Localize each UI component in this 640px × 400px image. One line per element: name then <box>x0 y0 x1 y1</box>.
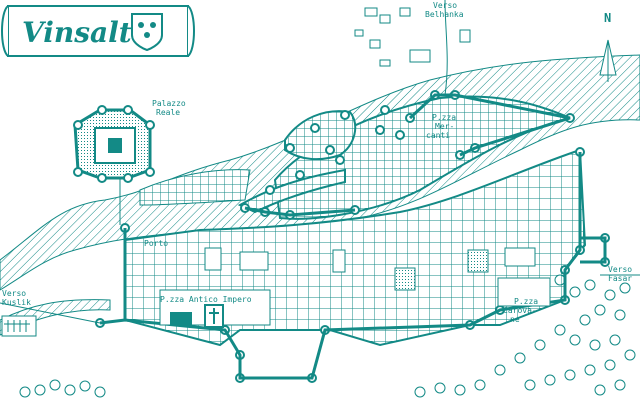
label-carovane-1: P.zza <box>514 297 538 306</box>
label-verso-kuslik-1: Verso <box>2 289 26 298</box>
label-verso-fasar-2: Fasar <box>608 274 632 283</box>
label-palazzo-2: Reale <box>156 108 180 117</box>
map-title: Vinsalt <box>22 16 132 49</box>
label-verso-fasar-1: Verso <box>608 265 632 274</box>
label-mercanti-2: Mer- <box>435 122 454 131</box>
label-palazzo-1: Palazzo <box>152 99 186 108</box>
label-porto: Porto <box>144 239 168 248</box>
label-antico-impero: P.zza Antico Impero <box>160 295 252 304</box>
tree-icon <box>19 274 636 398</box>
label-mercanti-3: canti <box>426 131 450 140</box>
label-carovane-2: Carova- <box>503 306 537 315</box>
label-verso-belhanka-2: Belhanka <box>425 10 464 19</box>
label-carovane-3: ne <box>510 315 520 324</box>
compass-icon <box>599 39 617 82</box>
label-mercanti-1: P.zza <box>432 113 456 122</box>
coat-of-arms-icon <box>131 13 163 52</box>
label-verso-belhanka-1: Verso <box>433 1 457 10</box>
north-label: N <box>604 11 611 25</box>
label-verso-kuslik-2: Kuslik <box>2 298 31 307</box>
